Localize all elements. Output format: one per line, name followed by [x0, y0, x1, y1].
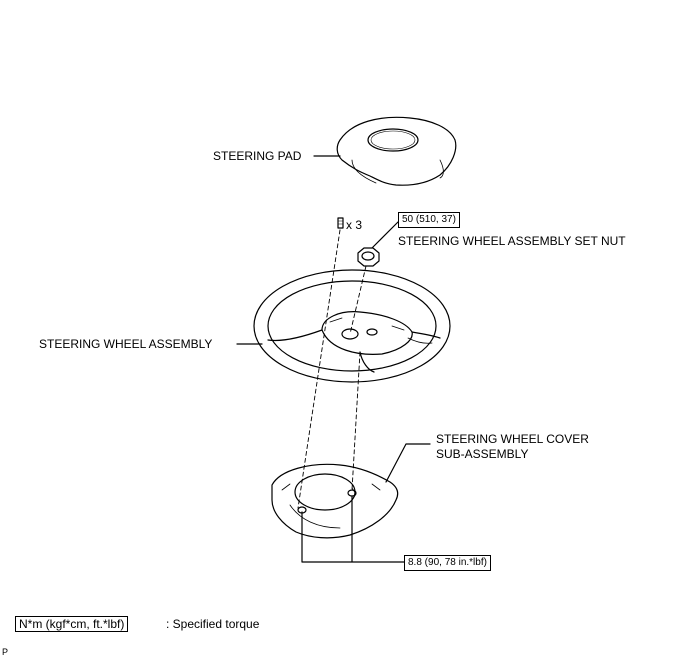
steering-wheel-part [253, 269, 451, 383]
cover-torque-leader [301, 495, 405, 563]
legend-description: : Specified torque [166, 617, 260, 631]
steering-wheel-label: STEERING WHEEL ASSEMBLY [39, 337, 213, 351]
cover-sub-assembly-part [271, 463, 399, 539]
cover-torque-box: 8.8 (90, 78 in.*lbf) [404, 555, 491, 571]
set-nut-torque-box: 50 (510, 37) [398, 212, 460, 228]
corner-code: P [2, 647, 9, 657]
steering-pad-label: STEERING PAD [213, 149, 302, 163]
installation-guide-lines [297, 229, 367, 509]
bolt-quantity-label: x 3 [346, 218, 363, 232]
cover-leader [385, 443, 431, 483]
set-nut-label: STEERING WHEEL ASSEMBLY SET NUT [398, 234, 626, 248]
cover-label-line1: STEERING WHEEL COVER [436, 432, 589, 446]
bolt-part [337, 217, 344, 229]
steering-pad-part [336, 116, 457, 186]
set-nut-part [357, 247, 380, 267]
set-nut-leader [371, 221, 399, 249]
cover-label-line2: SUB-ASSEMBLY [436, 447, 529, 461]
legend-unit-box: N*m (kgf*cm, ft.*lbf) [15, 616, 129, 632]
